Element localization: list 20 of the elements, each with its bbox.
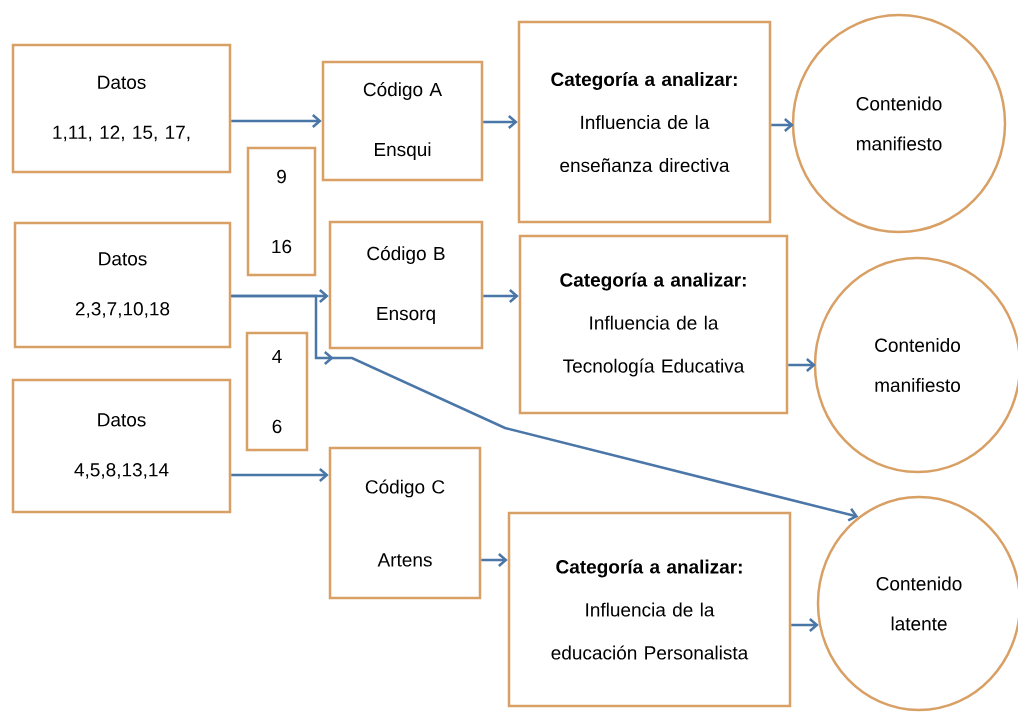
process-box: Código B Ensorq	[328, 220, 484, 350]
arrow	[771, 118, 794, 132]
process-box: Datos 2,3,7,10,18	[13, 221, 232, 349]
arrow	[231, 294, 859, 522]
process-box: Datos 4,5,8,13,14	[11, 378, 232, 514]
arrow	[788, 358, 816, 372]
arrow	[231, 114, 322, 128]
process-box: Código C Artens	[328, 446, 482, 600]
arrow	[483, 289, 519, 303]
process-box: Datos 1,11, 12, 15, 17,	[11, 43, 232, 174]
category-box: Categoría a analizar: Influencia de la Tecnología Educativa	[518, 234, 789, 415]
arrow	[791, 618, 819, 632]
category-box: Categoría a analizar: Influencia de la educación Personalista	[507, 511, 792, 708]
arrow	[481, 553, 508, 567]
process-box: Código A Ensqui	[321, 60, 484, 182]
category-box: Categoría a analizar: Influencia de la enseñanza directiva	[517, 20, 772, 224]
number-box: 4 6	[245, 331, 309, 452]
arrow	[231, 468, 329, 482]
number-box: 9 16	[246, 146, 317, 277]
arrow	[483, 115, 518, 129]
